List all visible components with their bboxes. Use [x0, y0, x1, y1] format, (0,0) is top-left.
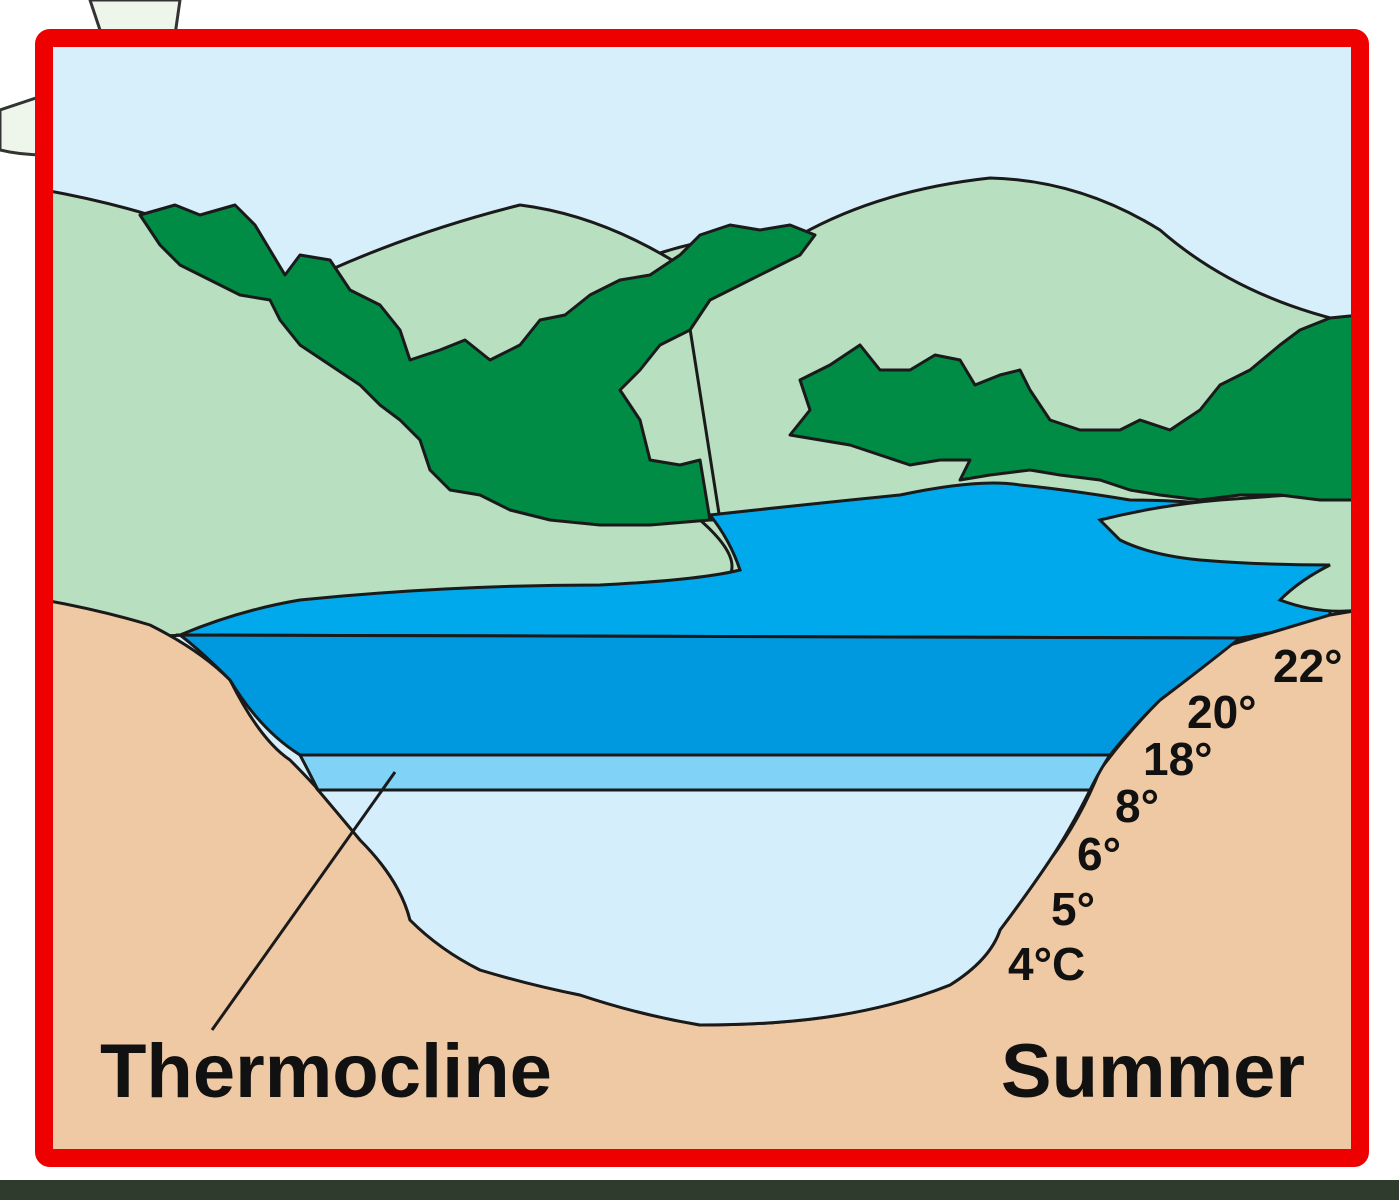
thermocline-label: Thermocline [100, 1029, 552, 1114]
water-hypolimnion [314, 788, 1093, 1027]
water-epilimnion [175, 633, 1245, 757]
background-strip [0, 1180, 1399, 1200]
lake-surface [179, 481, 1332, 640]
season-label: Summer [1001, 1029, 1305, 1114]
diagram-frame [35, 29, 1369, 1167]
temp-label: 6° [1077, 828, 1121, 880]
temp-label: 18° [1143, 733, 1213, 785]
temp-label: 4°C [1008, 938, 1085, 990]
trees [138, 203, 1360, 527]
temp-label: 22° [1273, 640, 1343, 692]
thermocline-pointer-line [210, 771, 397, 1031]
hill-right-front [1097, 488, 1360, 613]
temp-label: 5° [1051, 883, 1095, 935]
temp-label: 20° [1187, 686, 1257, 738]
water-thermocline-layer [297, 753, 1113, 792]
temperature-scale: 22° 20° 18° 8° 6° 5° 4°C [1008, 640, 1343, 990]
temp-label: 8° [1115, 780, 1159, 832]
